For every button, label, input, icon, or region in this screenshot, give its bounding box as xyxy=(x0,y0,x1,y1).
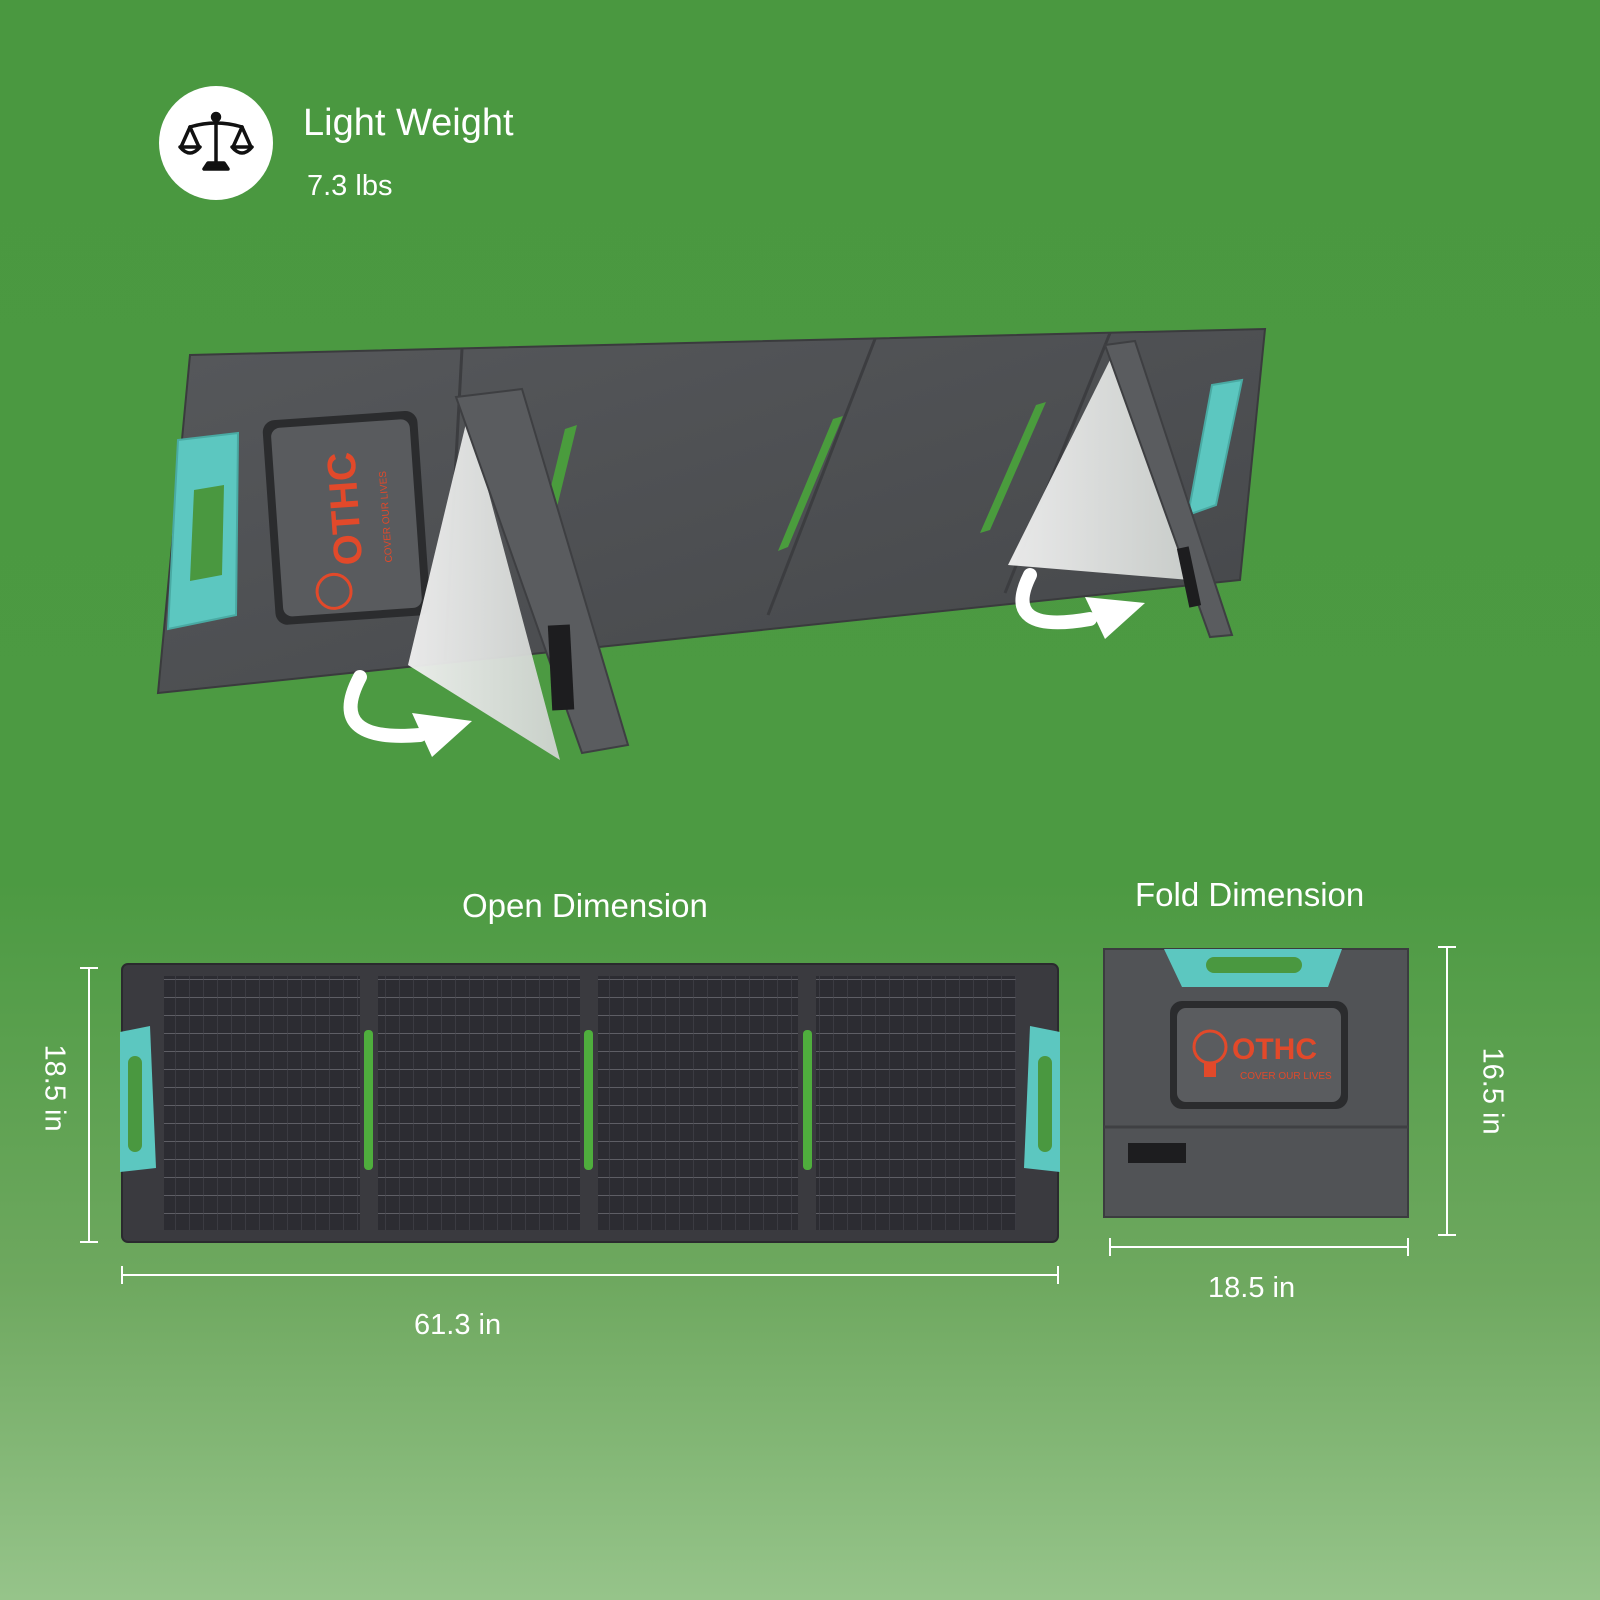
solar-cell-sections xyxy=(164,976,1016,1230)
rotate-arrow-right xyxy=(1015,568,1097,630)
open-height-line xyxy=(80,967,98,1243)
folded-logo-text: OTHC xyxy=(1232,1033,1317,1066)
right-kickstand xyxy=(1008,339,1234,639)
fold-dimension-title: Fold Dimension xyxy=(1135,876,1365,913)
weight-icon-badge xyxy=(159,86,273,200)
open-height-label: 18.5 in xyxy=(38,1044,71,1132)
folded-tagline: COVER OUR LIVES xyxy=(1240,1071,1332,1082)
rotate-arrow-left xyxy=(343,670,427,743)
folded-pouch: OTHC COVER OUR LIVES xyxy=(1170,1001,1348,1109)
folded-cable-slot xyxy=(1128,1143,1186,1163)
balance-scale-icon xyxy=(178,111,254,171)
feature-value: 7.3 lbs xyxy=(307,170,393,202)
fold-height-label: 16.5 in xyxy=(1476,1047,1509,1135)
open-dimension-title: Open Dimension xyxy=(462,887,708,924)
open-right-handle xyxy=(1024,1026,1060,1172)
folded-handle xyxy=(1164,949,1342,987)
open-width-line xyxy=(121,1266,1059,1284)
fold-width-label: 18.5 in xyxy=(1208,1272,1296,1304)
fold-width-line xyxy=(1109,1238,1409,1256)
fold-height-line xyxy=(1438,946,1456,1236)
pouch-logo-text: OTHC xyxy=(319,451,371,567)
open-left-handle xyxy=(120,1026,156,1172)
standing-panel-illustration: OTHC COVER OUR LIVES xyxy=(156,327,1267,760)
feature-title: Light Weight xyxy=(303,102,514,144)
right-handle xyxy=(1186,378,1244,517)
left-kickstand xyxy=(408,387,630,760)
open-panel-illustration xyxy=(120,963,1060,1243)
folded-panel-illustration: OTHC COVER OUR LIVES xyxy=(1103,948,1409,1218)
open-width-label: 61.3 in xyxy=(414,1309,502,1341)
fold-slots xyxy=(364,1030,812,1170)
storage-pouch: OTHC COVER OUR LIVES xyxy=(262,410,431,625)
